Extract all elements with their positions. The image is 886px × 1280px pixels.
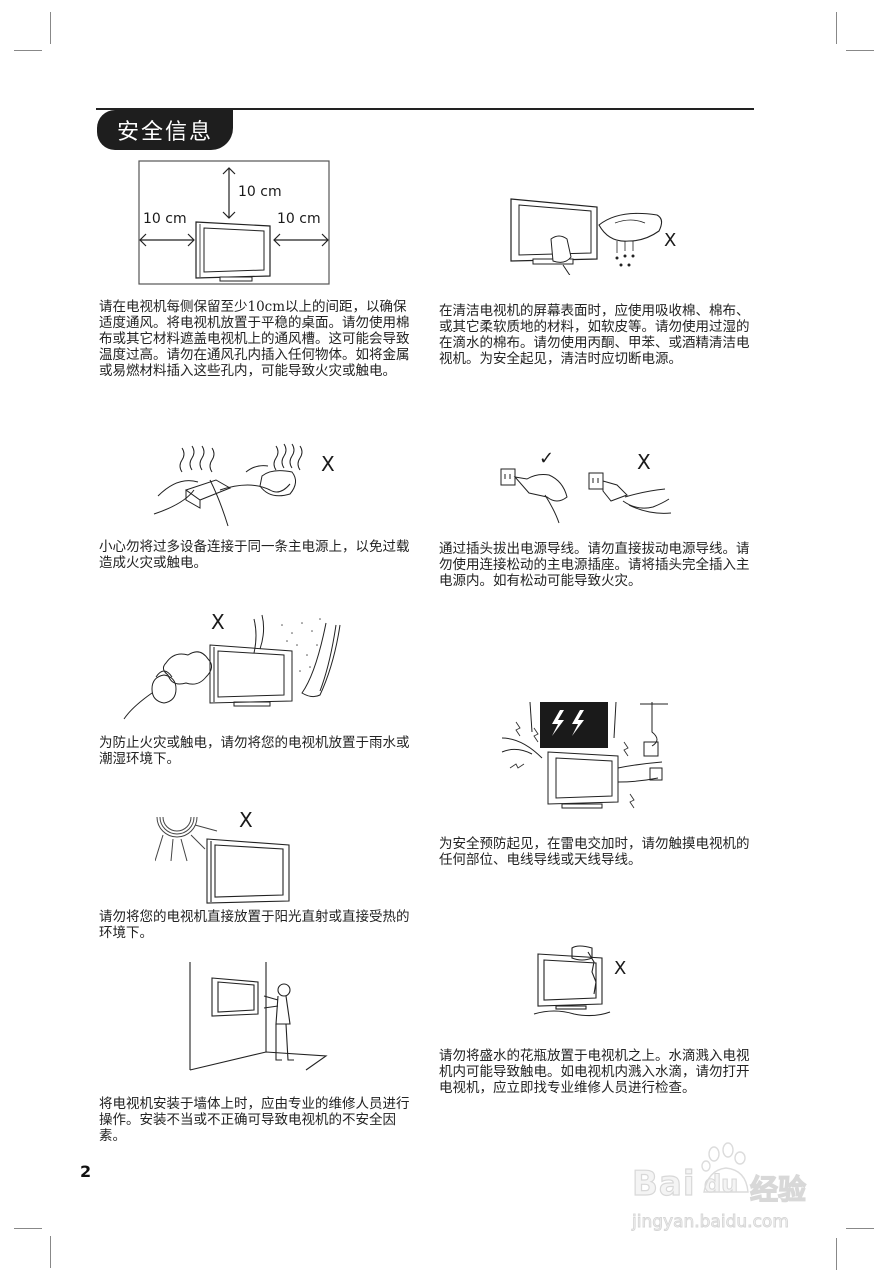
sunlight-text: 请勿将您的电视机直接放置于阳光直射或直接受热的环境下。 xyxy=(99,909,410,941)
plug-illustration xyxy=(495,455,675,530)
plug-text: 通过插头拔出电源导线。请勿直接拔动电源导线。请勿使用连接松动的主电源插座。请将插… xyxy=(439,541,750,589)
clearance-illustration xyxy=(138,160,330,286)
wall-mount-illustration xyxy=(188,960,328,1072)
crop-mark-bl-h xyxy=(14,1228,42,1229)
watermark-brand: Bai xyxy=(631,1163,696,1204)
lightning-illustration xyxy=(500,698,670,810)
not-allowed-mark-plug: X xyxy=(637,450,651,474)
lightning-text: 为安全预防起见，在雷电交加时，请勿触摸电视机的任何部位、电线导线或天线导线。 xyxy=(439,836,750,868)
crop-mark-tr-v xyxy=(836,12,837,44)
not-allowed-mark-moisture: X xyxy=(211,610,225,634)
clearance-top-label: 10 cm xyxy=(238,184,282,200)
allowed-mark-plug: ✓ xyxy=(539,448,555,469)
section-title: 安全信息 xyxy=(97,110,233,150)
vase-illustration xyxy=(532,940,622,1020)
cleaning-illustration xyxy=(505,195,685,278)
crop-mark-bl-v xyxy=(50,1236,51,1268)
watermark-brand-cn: 经验 xyxy=(749,1172,807,1206)
clearance-left-label: 10 cm xyxy=(143,211,187,227)
vase-text: 请勿将盛水的花瓶放置于电视机之上。水滴溅入电视机内可能导致触电。如电视机内溅入水… xyxy=(439,1048,750,1096)
page-number: 2 xyxy=(80,1162,92,1181)
overload-text: 小心勿将过多设备连接于同一条主电源上，以免过载造成火灾或触电。 xyxy=(99,539,410,571)
ventilation-text: 请在电视机每侧保留至少10cm以上的间距，以确保适度通风。将电视机放置于平稳的桌… xyxy=(99,299,410,379)
crop-mark-tl-h xyxy=(14,50,42,51)
clearance-right-label: 10 cm xyxy=(277,211,321,227)
crop-mark-br-h xyxy=(846,1228,874,1229)
cleaning-text: 在清洁电视机的屏幕表面时，应使用吸收棉、棉布、或其它柔软质地的材料，如软皮等。请… xyxy=(439,303,750,367)
not-allowed-mark-overload: X xyxy=(321,452,335,476)
baidu-watermark: Bai du 经验 jingyan.baidu.com xyxy=(631,1142,832,1248)
crop-mark-tr-h xyxy=(846,50,874,51)
paw-icon xyxy=(701,1142,749,1193)
not-allowed-mark-sunlight: X xyxy=(239,808,253,832)
sunlight-illustration xyxy=(154,805,315,905)
overload-illustration xyxy=(150,440,320,530)
crop-mark-tl-v xyxy=(50,12,51,44)
not-allowed-mark-vase: X xyxy=(614,958,627,979)
not-allowed-mark-cleaning: X xyxy=(664,230,677,251)
title-rule xyxy=(96,108,754,110)
crop-mark-br-v xyxy=(836,1238,837,1270)
moisture-illustration xyxy=(122,605,357,725)
watermark-url: jingyan.baidu.com xyxy=(632,1212,790,1233)
moisture-text: 为防止火灾或触电，请勿将您的电视机放置于雨水或潮湿环境下。 xyxy=(99,735,410,767)
watermark-brand-du: du xyxy=(703,1169,739,1198)
wall-mount-text: 将电视机安装于墙体上时，应由专业的维修人员进行操作。安装不当或不正确可导致电视机… xyxy=(99,1096,410,1144)
